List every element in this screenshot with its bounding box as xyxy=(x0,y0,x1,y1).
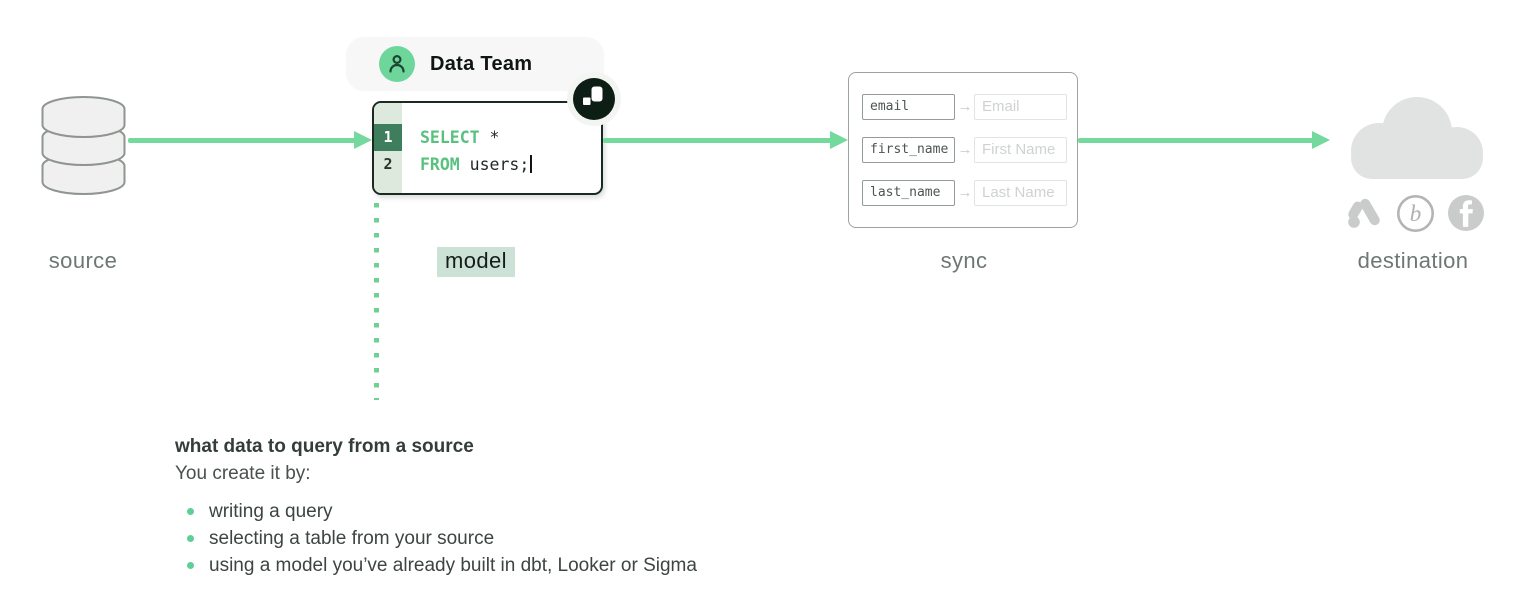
sql-text: users; xyxy=(459,155,530,174)
mapping-arrow-icon: → xyxy=(957,98,973,115)
person-icon xyxy=(389,54,405,73)
avatar xyxy=(379,46,415,82)
mapping-row: email → Email xyxy=(849,94,1077,120)
stage-label-source: source xyxy=(48,248,118,273)
source-field-box: email xyxy=(862,94,955,120)
sql-keyword: SELECT xyxy=(420,128,480,147)
braze-icon: b xyxy=(1396,194,1435,233)
sql-text: * xyxy=(479,128,500,147)
arrow-sync-to-destination xyxy=(1078,130,1330,150)
sync-mapping-panel: email → Email first_name → First Name la… xyxy=(848,72,1078,228)
annotation-title: what data to query from a source xyxy=(175,436,474,457)
bullet-item: writing a query xyxy=(187,498,895,525)
facebook-icon xyxy=(1448,195,1484,231)
mapping-arrow-icon: → xyxy=(957,184,973,201)
destination-field-box: First Name xyxy=(974,137,1067,163)
data-team-label: Data Team xyxy=(430,53,533,75)
mapping-arrow-icon: → xyxy=(957,141,973,158)
text-cursor xyxy=(530,155,533,173)
data-team-badge: Data Team xyxy=(346,37,604,91)
bullet-item: selecting a table from your source xyxy=(187,525,895,552)
source-field-box: first_name xyxy=(862,137,955,163)
bullet-item: using a model you’ve already built in db… xyxy=(187,552,895,579)
destination-field-box: Last Name xyxy=(974,180,1067,206)
annotation-subtitle: You create it by: xyxy=(175,463,311,484)
destination-field-box: Email xyxy=(974,94,1067,120)
dotted-connector-line xyxy=(374,203,379,400)
cloud-icon xyxy=(1351,97,1483,179)
database-icon xyxy=(41,96,126,195)
stage-label-sync: sync xyxy=(940,248,988,273)
sql-keyword: FROM xyxy=(420,155,460,174)
line-number-1: 1 xyxy=(374,124,402,151)
arrow-source-to-model xyxy=(128,130,372,150)
arrow-model-to-sync xyxy=(603,130,848,150)
sql-code-editor: 1 SELECT * 2 FROM users; xyxy=(372,101,603,195)
model-logo-icon xyxy=(583,86,603,105)
stage-label-model: model xyxy=(437,247,515,277)
stage-label-destination: destination xyxy=(1357,248,1469,273)
app-logo-badge xyxy=(573,78,615,120)
line-number-2: 2 xyxy=(383,155,393,173)
google-ads-icon xyxy=(1348,198,1380,228)
code-line-1: 1 SELECT * xyxy=(374,124,601,151)
mapping-row: first_name → First Name xyxy=(849,137,1077,163)
source-field-box: last_name xyxy=(862,180,955,206)
svg-text:b: b xyxy=(1410,201,1422,226)
mapping-row: last_name → Last Name xyxy=(849,180,1077,206)
annotation-bullet-list: writing a query selecting a table from y… xyxy=(175,498,895,579)
code-line-2: 2 FROM users; xyxy=(374,151,601,178)
annotation-block: what data to query from a source You cre… xyxy=(175,434,895,579)
